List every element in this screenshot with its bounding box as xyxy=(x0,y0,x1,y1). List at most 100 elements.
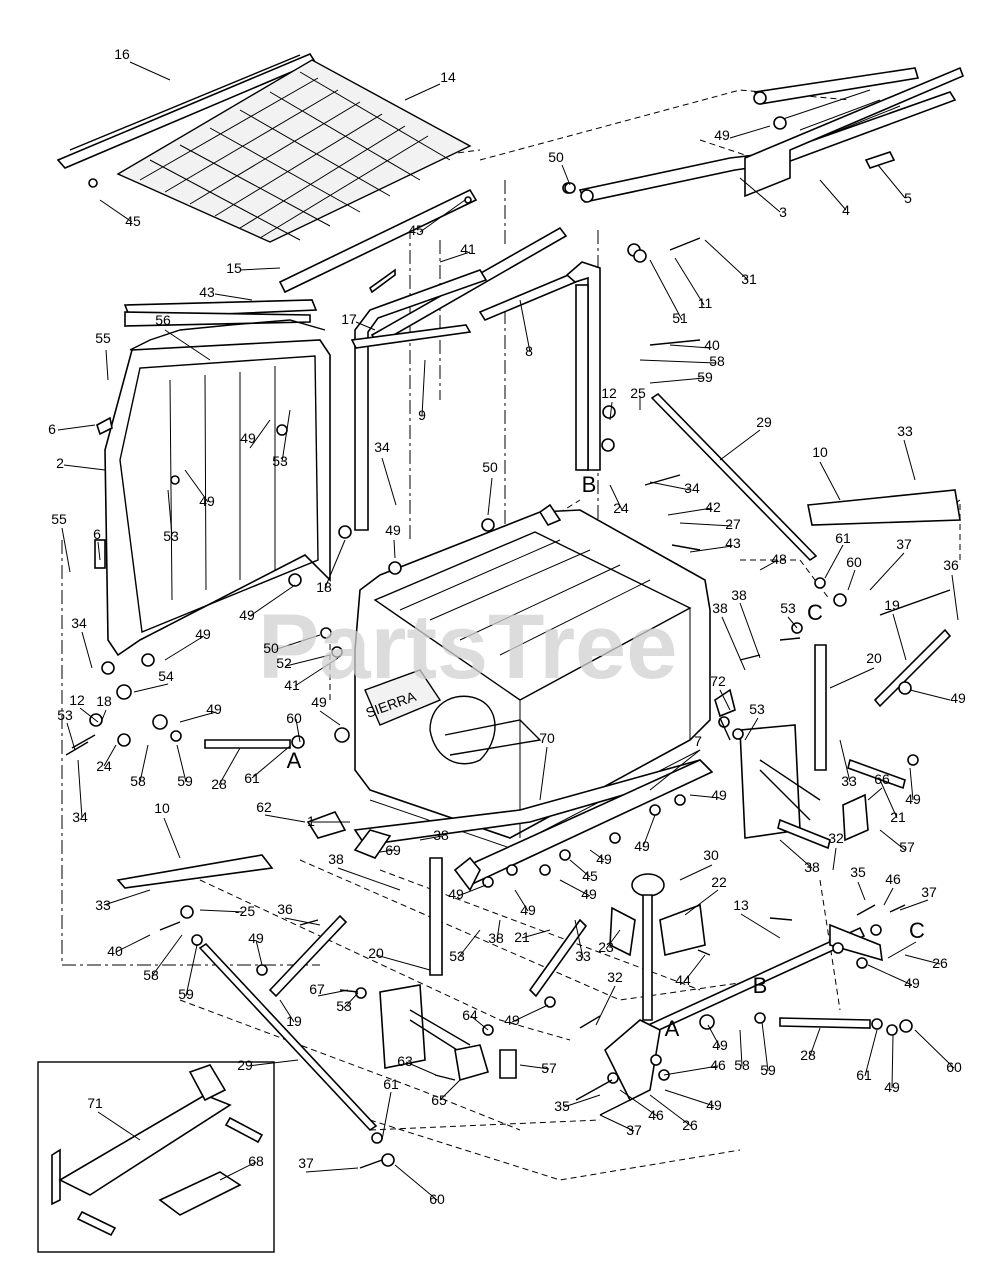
lower-left-brackets xyxy=(379,857,517,1082)
callout-c5: 5 xyxy=(904,190,912,206)
callout-c4: 4 xyxy=(842,202,850,218)
callout-c61a: 61 xyxy=(835,530,851,546)
callout-c34c: 34 xyxy=(71,615,87,631)
callout-c42: 42 xyxy=(705,499,721,515)
callout-c38c: 38 xyxy=(433,827,449,843)
lower-frame xyxy=(306,759,714,892)
callout-c71: 71 xyxy=(87,1095,103,1111)
callout-c19b: 19 xyxy=(286,1013,302,1029)
callout-c22: 22 xyxy=(711,874,727,890)
callout-c36a: 36 xyxy=(943,557,959,573)
callout-c46b: 46 xyxy=(710,1057,726,1073)
callout-c50b: 50 xyxy=(482,459,498,475)
callout-c10b: 10 xyxy=(154,800,170,816)
callout-c40b: 40 xyxy=(107,943,123,959)
callout-c60c: 60 xyxy=(946,1059,962,1075)
leader-lines xyxy=(57,61,959,1201)
callout-c23: 23 xyxy=(598,939,614,955)
callout-c59a: 59 xyxy=(697,369,713,385)
callout-c33c: 33 xyxy=(95,897,111,913)
callout-c41b: 41 xyxy=(284,677,300,693)
shift-lever xyxy=(604,873,883,1102)
callout-c59c: 59 xyxy=(178,986,194,1002)
callout-cC2: C xyxy=(909,918,925,943)
callout-c19a: 19 xyxy=(884,597,900,613)
callout-c34b: 34 xyxy=(684,480,700,496)
callout-c7: 7 xyxy=(694,733,702,749)
callout-c36b: 36 xyxy=(277,901,293,917)
callout-c24b: 24 xyxy=(96,758,112,774)
callout-c48: 48 xyxy=(771,551,787,567)
callout-cC1: C xyxy=(807,600,823,625)
callout-c1: 1 xyxy=(307,813,315,829)
callout-c53a: 53 xyxy=(272,453,288,469)
callout-c11: 11 xyxy=(698,295,713,311)
callout-c33a: 33 xyxy=(897,423,913,439)
callout-c49s: 49 xyxy=(504,1012,520,1028)
callout-c6a: 6 xyxy=(48,421,56,437)
callout-c43a: 43 xyxy=(199,284,215,300)
callout-c49o: 49 xyxy=(581,886,597,902)
callout-c10a: 10 xyxy=(812,444,828,460)
right-brackets xyxy=(714,644,906,850)
callout-c60a: 60 xyxy=(846,554,862,570)
callout-c6b: 6 xyxy=(93,526,101,542)
callout-c53e: 53 xyxy=(57,707,73,723)
callout-c59d: 59 xyxy=(760,1062,776,1078)
callout-c45b: 45 xyxy=(408,222,424,238)
callout-c57b: 57 xyxy=(541,1060,557,1076)
callout-c40a: 40 xyxy=(704,337,720,353)
callout-c34d: 34 xyxy=(72,809,88,825)
callout-c53g: 53 xyxy=(336,998,352,1014)
callout-c33d: 33 xyxy=(575,948,591,964)
callout-c55a: 55 xyxy=(95,330,111,346)
callout-c41a: 41 xyxy=(460,241,476,257)
callout-c37a: 37 xyxy=(896,536,912,552)
callout-cA2: A xyxy=(665,1016,680,1041)
callout-c49g: 49 xyxy=(950,690,966,706)
callout-c37b: 37 xyxy=(921,884,937,900)
hardware xyxy=(65,182,951,1169)
callout-c57a: 57 xyxy=(899,839,915,855)
frame-bars xyxy=(123,226,601,531)
callout-c25b: -25 xyxy=(235,903,255,919)
watermark: PartsTree xyxy=(258,596,677,698)
callout-c18a: 18 xyxy=(316,579,332,595)
callout-c50a: 50 xyxy=(548,149,564,165)
callout-c15: 15 xyxy=(226,260,242,276)
callout-c49p: 49 xyxy=(520,902,536,918)
callout-c49h: 49 xyxy=(206,701,222,717)
callout-c31: 31 xyxy=(741,271,757,287)
callout-c25a: 25 xyxy=(630,385,646,401)
callout-c49l: 49 xyxy=(634,838,650,854)
callout-c27: 27 xyxy=(725,516,741,532)
callout-c61b: 61 xyxy=(244,770,260,786)
callout-c68: 68 xyxy=(248,1153,264,1169)
callout-c38f: 38 xyxy=(488,930,504,946)
callout-c49u: 49 xyxy=(884,1079,900,1095)
seat-mesh-assembly xyxy=(56,52,478,294)
callout-c69: 69 xyxy=(385,842,401,858)
callout-c13: 13 xyxy=(733,897,749,913)
callout-c50c: 50 xyxy=(263,640,279,656)
callout-c29a: 29 xyxy=(756,414,772,430)
callout-c18b: 18 xyxy=(96,693,112,709)
callout-c12b: 12 xyxy=(69,692,85,708)
callout-c49r: 49 xyxy=(904,975,920,991)
callout-c28a: 28 xyxy=(211,776,227,792)
callout-c45c: 45 xyxy=(582,868,598,884)
callout-c49f: 49 xyxy=(195,626,211,642)
callout-c49e: 49 xyxy=(239,607,255,623)
callout-c53f: 53 xyxy=(449,948,465,964)
callout-c20b: 20 xyxy=(368,945,384,961)
callout-c38b: 38 xyxy=(712,600,728,616)
callout-c38e: 38 xyxy=(328,851,344,867)
callout-c38a: 38 xyxy=(731,587,747,603)
callout-c58c: 58 xyxy=(143,967,159,983)
callout-c49b: 49 xyxy=(240,430,256,446)
callout-c44: 44 xyxy=(675,972,691,988)
callout-c49q: 49 xyxy=(248,930,264,946)
callout-c12a: 12 xyxy=(601,385,617,401)
